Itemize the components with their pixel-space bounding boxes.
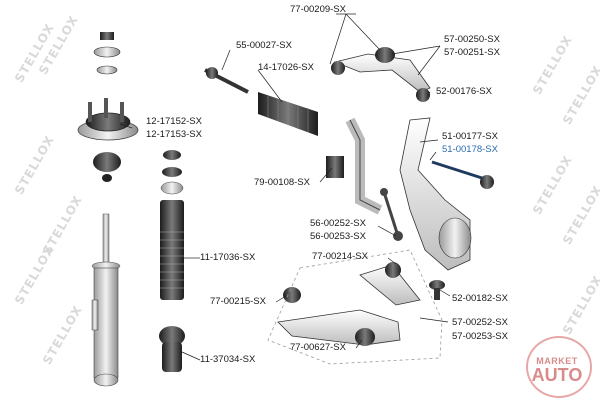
- label-bushing-upper-2: 57-00251-SX: [444, 47, 500, 58]
- label-boot: 14-17026-SX: [258, 62, 314, 73]
- label-tie-rod-end-1: 51-00177-SX: [442, 131, 498, 142]
- label-stab-link-2: 56-00253-SX: [310, 231, 366, 242]
- label-stab-bushing: 79-00108-SX: [254, 177, 310, 188]
- label-bump-stop: 11-37034-SX: [200, 354, 256, 365]
- label-bushing-lower-2: 57-00253-SX: [452, 331, 508, 342]
- strut-mount: [77, 98, 139, 182]
- label-ball-joint-upper: 52-00176-SX: [436, 86, 492, 97]
- marketauto-logo: MARKET AUTO: [518, 336, 596, 398]
- inner-tie-rod: [204, 67, 249, 94]
- assembly-outline: [267, 249, 443, 365]
- logo-text-bottom: AUTO: [531, 365, 583, 385]
- stabilizer-link: [380, 188, 403, 241]
- label-ball-joint-lower: 52-00182-SX: [452, 293, 508, 304]
- label-lower-bushing: 77-00627-SX: [290, 342, 346, 353]
- label-bushing-lower-1: 57-00252-SX: [452, 317, 508, 328]
- upper-control-arm: [331, 47, 431, 102]
- logo-ring: [526, 336, 592, 398]
- steering-boot: [258, 92, 318, 136]
- label-stab-link-1: 56-00252-SX: [310, 218, 366, 229]
- bump-stop: [159, 326, 185, 372]
- label-dust-cover: 11-17036-SX: [200, 252, 256, 263]
- label-inner-tie-rod: 55-00027-SX: [236, 40, 292, 51]
- label-mount-2: 12-17153-SX: [146, 129, 202, 140]
- outer-tie-rod-end: [431, 160, 494, 189]
- leader-lines: [119, 13, 451, 361]
- steering-knuckle: [399, 117, 472, 271]
- shock-absorber: [91, 213, 121, 387]
- stabilizer-bar: [326, 117, 383, 215]
- label-lower-arm: 77-00214-SX: [312, 251, 368, 262]
- strut-top-nut: [93, 32, 121, 75]
- label-mount-1: 12-17152-SX: [146, 116, 202, 127]
- lower-arm-2: [277, 287, 401, 346]
- dust-cover: [160, 200, 184, 300]
- lower-ball-joint: [429, 280, 445, 300]
- spring-cap: [160, 150, 184, 195]
- label-tie-rod-end-2: 51-00178-SX: [442, 144, 498, 155]
- logo-text-top: MARKET: [536, 356, 578, 366]
- lower-control-arm: [359, 262, 421, 306]
- label-lower-arm-2: 77-00215-SX: [210, 296, 266, 307]
- label-bushing-upper-1: 57-00250-SX: [444, 34, 500, 45]
- label-upper-arm: 77-00209-SX: [290, 4, 346, 15]
